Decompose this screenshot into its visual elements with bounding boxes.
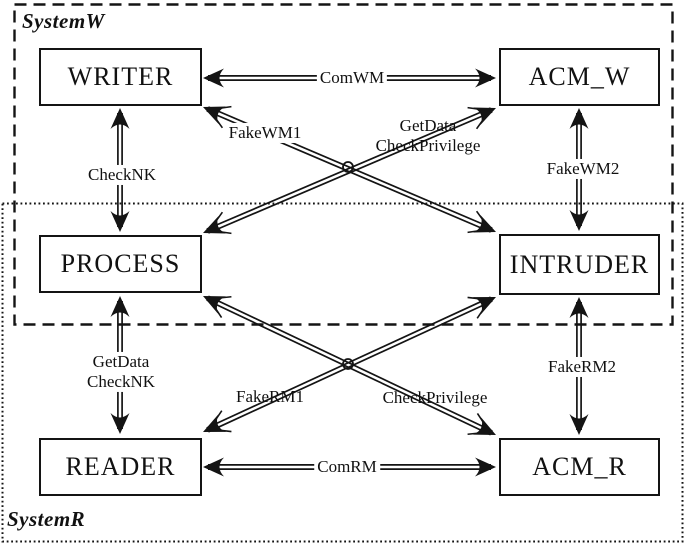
arrow-checknk	[110, 108, 130, 232]
edge-label-fakewm1: FakeWM1	[225, 122, 305, 144]
node-process: PROCESS	[39, 235, 202, 293]
region-border-systemw	[13, 3, 674, 326]
line-crossing-hop	[342, 358, 354, 370]
edge-label-getdata-checknk: GetData CheckNK	[84, 351, 158, 393]
edge-label-line: CheckNK	[87, 372, 155, 391]
arrow-getdata-checkprivilege	[203, 106, 496, 235]
edge-label-line: GetData	[92, 351, 150, 371]
edge-label-checknk: CheckNK	[85, 164, 159, 186]
node-intruder-label: INTRUDER	[509, 249, 650, 279]
node-writer: WRITER	[39, 48, 202, 106]
node-acm-w-label: ACM_W	[528, 62, 631, 91]
region-label-systemr: SystemR	[7, 507, 86, 531]
node-acm-r-label: ACM_R	[532, 452, 627, 481]
node-process-label: PROCESS	[60, 249, 181, 278]
node-acm-r: ACM_R	[499, 438, 660, 496]
node-reader: READER	[39, 438, 202, 496]
node-reader-label: READER	[65, 452, 176, 481]
region-label-systemw: SystemW	[22, 9, 105, 33]
edge-label-line: GetData	[399, 115, 457, 135]
arrow-fakerm1	[203, 296, 496, 433]
edge-label-line: CheckPrivilege	[375, 136, 481, 155]
line-crossing-hop	[342, 161, 354, 173]
edge-label-fakewm2: FakeWM2	[543, 158, 623, 180]
edge-label-fakerm1: FakeRM1	[236, 386, 304, 406]
arrow-checkprivilege	[203, 295, 496, 436]
edge-label-fakerm2: FakeRM2	[545, 356, 619, 378]
node-intruder: INTRUDER	[499, 234, 660, 295]
node-acm-w: ACM_W	[499, 48, 660, 106]
node-writer-label: WRITER	[67, 62, 174, 91]
edge-label-getdata-checkprivilege: GetData CheckPrivilege	[376, 116, 481, 156]
edge-label-checkprivilege: CheckPrivilege	[382, 387, 488, 407]
edge-label-comwm: ComWM	[316, 67, 388, 89]
edge-label-comrm: ComRM	[314, 456, 380, 478]
